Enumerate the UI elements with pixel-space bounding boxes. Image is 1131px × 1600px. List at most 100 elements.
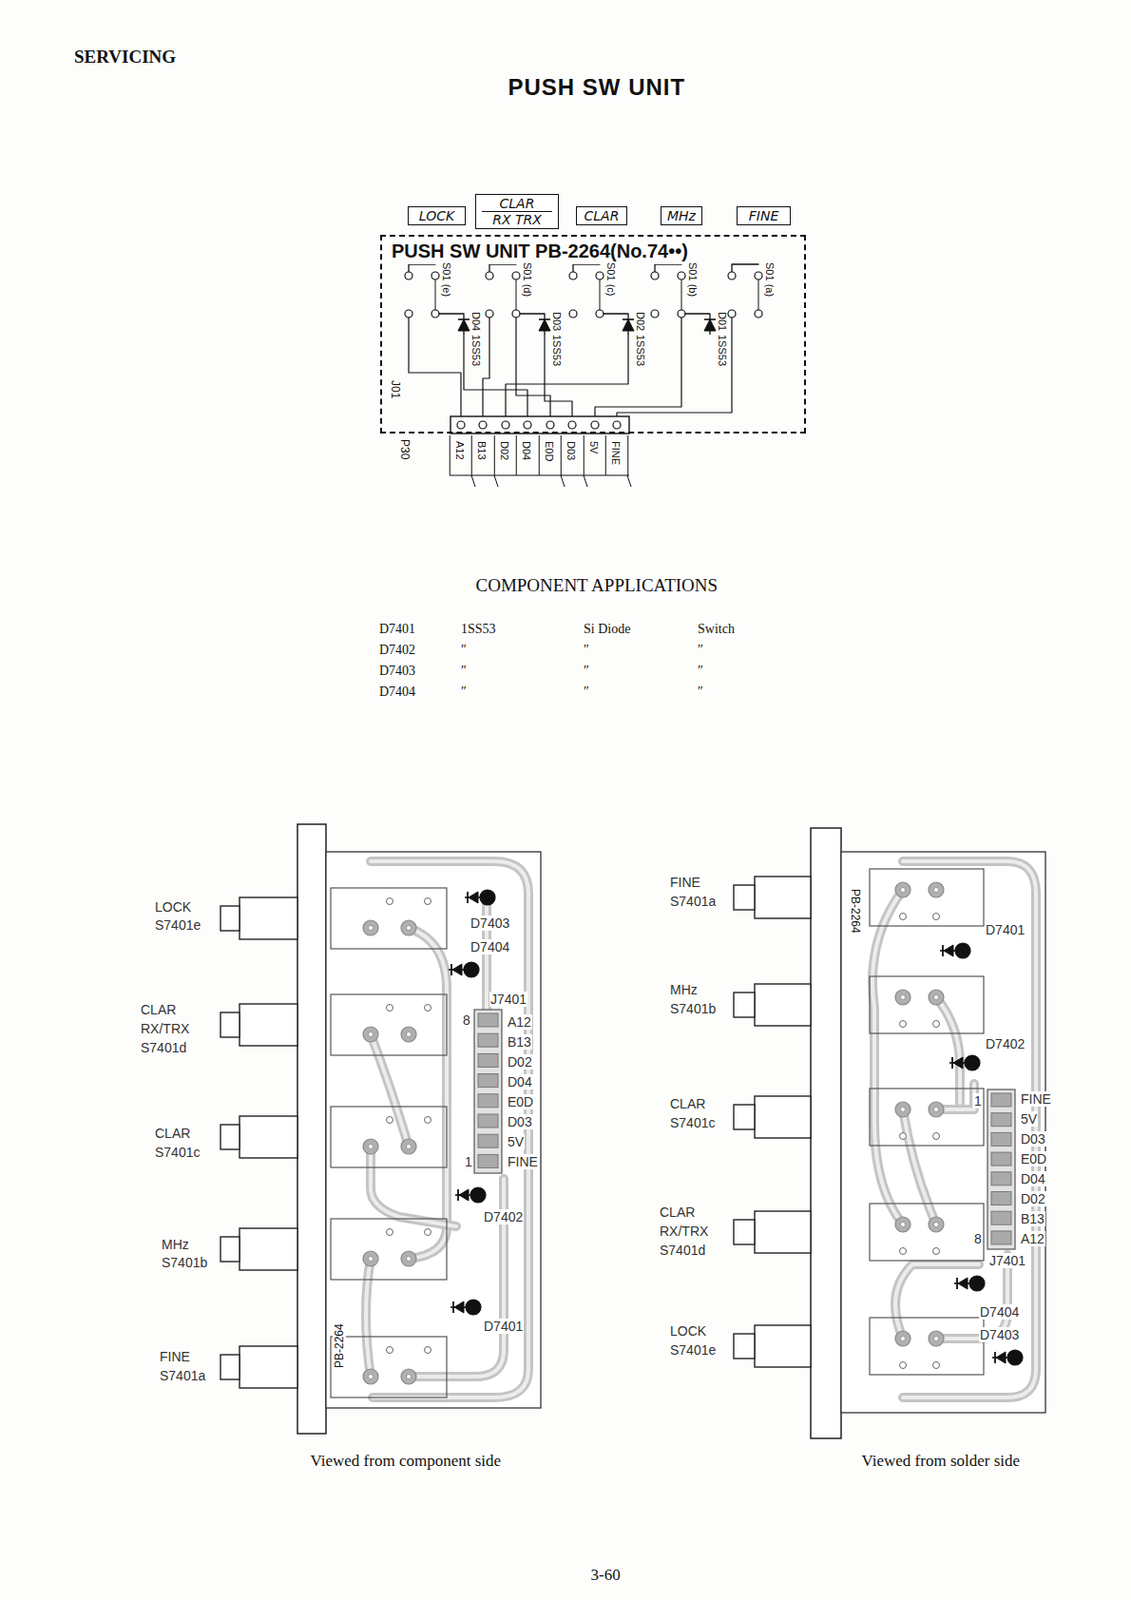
switch-terminal xyxy=(424,1004,432,1012)
rotated-label: B13 xyxy=(476,440,487,461)
pcb-label: S7401b xyxy=(670,1001,716,1016)
push-button xyxy=(754,876,811,919)
connector-j7401 xyxy=(987,1089,1016,1249)
text-label: 3-60 xyxy=(591,1566,621,1583)
pcb-board xyxy=(841,851,1046,1413)
diode-bar xyxy=(951,1056,954,1069)
key-label: RX TRX xyxy=(481,211,553,228)
pcb-label: MHz xyxy=(670,982,698,997)
pcb-label: CLAR xyxy=(670,1096,706,1111)
pcb-label: B13 xyxy=(1019,1210,1046,1227)
rotated-label: S01 (c) xyxy=(605,262,616,296)
pcb-pad xyxy=(363,1368,379,1384)
pcb-pad xyxy=(363,1026,379,1042)
switch-terminal xyxy=(424,898,432,905)
switch-terminal xyxy=(386,1346,394,1354)
pcb-pad xyxy=(363,1250,379,1266)
push-button xyxy=(239,897,298,940)
pcb-hole xyxy=(934,1336,940,1342)
pcb-hole xyxy=(406,1144,412,1150)
pcb-label: S7401a xyxy=(159,1368,206,1382)
push-button-cap xyxy=(733,1333,755,1359)
front-panel xyxy=(810,827,842,1438)
switch-body xyxy=(869,1317,984,1375)
text-label: Switch xyxy=(697,622,735,636)
switch-actuator xyxy=(654,264,682,272)
pcb-trace-inner xyxy=(408,927,447,1259)
front-panel xyxy=(297,824,326,1434)
switch-body xyxy=(869,1203,984,1261)
rotated-label: 5V xyxy=(588,440,599,454)
connector-pad xyxy=(478,1033,499,1047)
text-label: ″ xyxy=(583,664,590,678)
connector-pad xyxy=(478,1053,499,1067)
pcb-label: CLAR xyxy=(659,1205,695,1219)
rotated-label: A12 xyxy=(454,440,465,461)
switch-actuator xyxy=(573,264,600,272)
switch-actuator xyxy=(489,264,517,272)
connector-pin xyxy=(457,421,465,429)
rotated-label: PB-2264 xyxy=(332,1322,346,1369)
pcb-label: RX/TRX xyxy=(659,1224,709,1238)
pcb-label: D02 xyxy=(506,1054,534,1070)
connector-pin xyxy=(523,421,532,429)
key-label-box: CLAR xyxy=(575,206,628,226)
connector-pin xyxy=(501,421,510,429)
pcb-label: S7401a xyxy=(670,894,716,908)
text-label: ″ xyxy=(583,643,590,657)
switch-contact xyxy=(728,271,736,280)
pcb-hole xyxy=(900,995,906,1000)
pin-cell-line xyxy=(494,435,496,476)
pcb-trace xyxy=(370,1034,409,1147)
connector-pad xyxy=(991,1210,1012,1225)
connector-pad xyxy=(478,1073,499,1088)
rotated-label: P30 xyxy=(399,439,411,460)
pcb-hole xyxy=(368,1256,374,1262)
switch-contact xyxy=(404,309,413,318)
pcb-hole xyxy=(406,1032,412,1037)
wire xyxy=(603,313,629,320)
lead-out xyxy=(494,475,499,487)
switch-contact xyxy=(404,271,413,280)
switch-blade xyxy=(435,279,437,310)
push-button-cap xyxy=(220,1236,240,1262)
switch-terminal xyxy=(933,1132,940,1140)
rotated-label: J01 xyxy=(389,380,402,399)
pcb-trace xyxy=(370,1146,457,1227)
push-button-cap xyxy=(220,1012,240,1037)
key-label-box: FINE xyxy=(736,206,791,226)
pcb-hole xyxy=(406,925,412,931)
pcb-pad xyxy=(401,1026,417,1042)
text-label: Si Diode xyxy=(583,622,631,636)
pcb-hole xyxy=(368,1374,374,1380)
pcb-pad xyxy=(401,1138,417,1154)
lead-out xyxy=(583,475,588,487)
pin-cell-line xyxy=(471,435,473,476)
wire xyxy=(616,317,732,420)
switch-terminal xyxy=(900,1020,907,1028)
diode-bar xyxy=(704,318,716,321)
diode-bar xyxy=(457,1188,460,1201)
pin-cell-line xyxy=(449,475,630,477)
pcb-hole xyxy=(368,925,374,931)
pcb-label: A12 xyxy=(506,1014,533,1030)
pcb-pad xyxy=(895,1101,911,1117)
pcb-trace-inner xyxy=(370,861,529,1398)
push-button xyxy=(239,1345,298,1388)
pcb-label: S7401d xyxy=(659,1243,706,1257)
pcb-trace xyxy=(895,1264,979,1339)
switch-terminal xyxy=(900,1247,907,1255)
pin-cell-line xyxy=(538,435,540,476)
switch-actuator xyxy=(408,264,436,272)
text-label: COMPONENT APPLICATIONS xyxy=(476,575,719,595)
pcb-hole xyxy=(900,1336,906,1342)
switch-terminal xyxy=(933,1361,940,1369)
pcb-pad xyxy=(895,989,911,1005)
pcb-pad xyxy=(928,1216,944,1232)
pin-cell-line xyxy=(605,435,607,476)
pcb-label: D7402 xyxy=(482,1208,524,1225)
switch-contact xyxy=(651,271,659,280)
pcb-trace-inner xyxy=(370,1034,409,1147)
connector-pad xyxy=(991,1131,1012,1146)
pcb-hole xyxy=(900,1222,906,1227)
